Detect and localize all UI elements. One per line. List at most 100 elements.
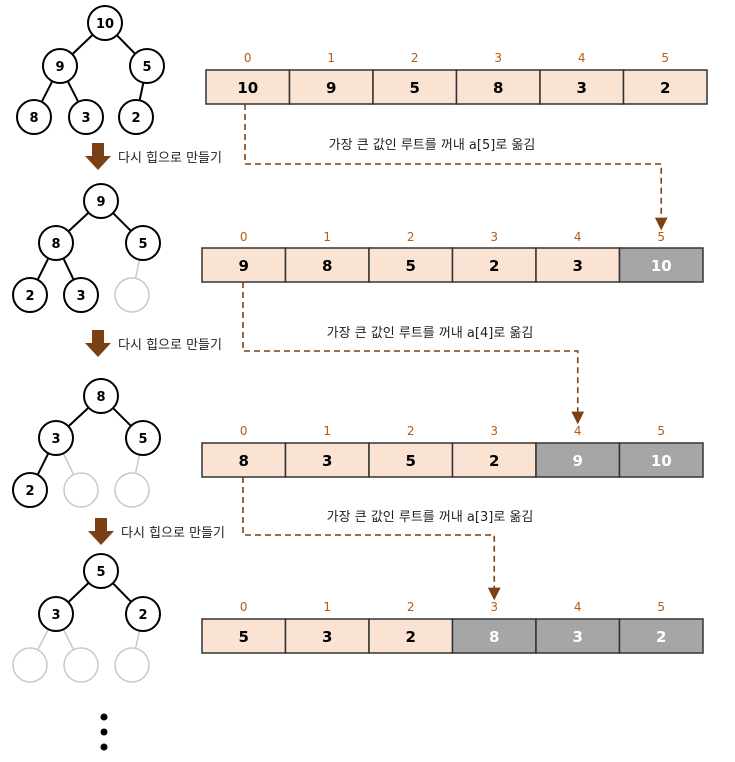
array-cell-value: 5 bbox=[406, 257, 416, 275]
array-index: 4 bbox=[574, 230, 582, 244]
tree-edge bbox=[112, 212, 132, 232]
array-index: 5 bbox=[657, 424, 665, 438]
tree-edge bbox=[36, 257, 50, 281]
tree-edge bbox=[66, 80, 80, 103]
array-cell bbox=[201, 618, 287, 654]
array-cell-value: 8 bbox=[239, 452, 249, 470]
down-arrow-icon bbox=[85, 330, 111, 357]
array-index: 5 bbox=[661, 51, 669, 65]
array-cell-value: 5 bbox=[406, 452, 416, 470]
down-arrow-icon bbox=[85, 143, 111, 170]
array-cell-sorted bbox=[618, 442, 704, 478]
tree-node-value: 8 bbox=[51, 237, 60, 252]
array-cell-value: 2 bbox=[489, 452, 499, 470]
tree-node bbox=[63, 277, 99, 313]
move-root-arrow bbox=[244, 104, 668, 231]
array-cell-sorted bbox=[535, 618, 621, 654]
empty-tree-node bbox=[114, 472, 150, 508]
vertical-ellipsis-icon bbox=[100, 713, 108, 751]
array-cell bbox=[368, 442, 454, 478]
array-index: 3 bbox=[490, 424, 498, 438]
array-cell-value: 10 bbox=[651, 452, 672, 470]
array-cell-value: 2 bbox=[406, 628, 416, 646]
tree-node bbox=[12, 472, 48, 508]
array-index: 1 bbox=[323, 424, 331, 438]
move-root-arrow bbox=[242, 477, 501, 601]
tree-node bbox=[16, 99, 52, 135]
tree-edge bbox=[62, 628, 75, 651]
array-cell-value: 3 bbox=[322, 452, 332, 470]
tree-node-value: 8 bbox=[29, 111, 38, 126]
tree-node-value: 9 bbox=[96, 195, 105, 210]
tree-edge bbox=[62, 452, 75, 476]
tree-node-value: 5 bbox=[96, 565, 105, 580]
tree-edge bbox=[134, 630, 141, 649]
array-cell-value: 3 bbox=[577, 79, 587, 97]
move-root-label: 가장 큰 값인 루트를 꺼내 a[3]로 옮김 bbox=[327, 510, 534, 525]
tree-node bbox=[38, 225, 74, 261]
tree-node-value: 2 bbox=[138, 608, 147, 623]
array-cell bbox=[288, 69, 374, 105]
tree-node-value: 3 bbox=[51, 608, 60, 623]
array-index: 3 bbox=[490, 230, 498, 244]
array-cell bbox=[535, 247, 621, 283]
empty-tree-node bbox=[12, 647, 48, 683]
array-cell-value: 9 bbox=[573, 452, 583, 470]
tree-node bbox=[125, 596, 161, 632]
array-index: 3 bbox=[490, 600, 498, 614]
tree-node-value: 2 bbox=[25, 289, 34, 304]
tree-node bbox=[118, 99, 154, 135]
tree-node bbox=[12, 277, 48, 313]
tree-node-value: 5 bbox=[138, 432, 147, 447]
array-index: 2 bbox=[407, 424, 415, 438]
array-index: 3 bbox=[494, 51, 502, 65]
move-root-arrow bbox=[242, 282, 585, 425]
array-cell bbox=[284, 247, 370, 283]
remake-heap-label: 다시 힙으로 만들기 bbox=[118, 338, 222, 353]
tree-node-value: 5 bbox=[142, 60, 151, 75]
tree-edge bbox=[134, 259, 141, 279]
empty-tree-node bbox=[114, 647, 150, 683]
array-index: 0 bbox=[240, 424, 248, 438]
tree-node-value: 2 bbox=[131, 111, 140, 126]
array-cell-sorted bbox=[618, 247, 704, 283]
array-index: 5 bbox=[657, 600, 665, 614]
array-cell bbox=[368, 618, 454, 654]
tree-edge bbox=[36, 452, 50, 476]
array-cell-value: 5 bbox=[239, 628, 249, 646]
array-cell-value: 8 bbox=[322, 257, 332, 275]
down-arrow-icon bbox=[88, 518, 114, 545]
array-index: 2 bbox=[411, 51, 419, 65]
tree-node bbox=[68, 99, 104, 135]
tree-edge bbox=[116, 34, 136, 55]
array-cell-value: 2 bbox=[660, 79, 670, 97]
array-cell bbox=[451, 247, 537, 283]
tree-edge bbox=[67, 582, 90, 603]
tree-node bbox=[125, 225, 161, 261]
remake-heap-label: 다시 힙으로 만들기 bbox=[118, 151, 222, 166]
array-cell bbox=[284, 442, 370, 478]
tree-node-value: 8 bbox=[96, 390, 105, 405]
tree-node-value: 9 bbox=[55, 60, 64, 75]
tree-edge bbox=[134, 454, 141, 474]
array-cell-value: 8 bbox=[489, 628, 499, 646]
array-cell-value: 2 bbox=[656, 628, 666, 646]
array-cell-sorted bbox=[535, 442, 621, 478]
array-cell-value: 5 bbox=[410, 79, 420, 97]
array: 8 0 3 1 5 2 2 3 9 4 10 5 bbox=[201, 424, 704, 478]
array-cell-value: 10 bbox=[651, 257, 672, 275]
array-index: 4 bbox=[574, 424, 582, 438]
empty-tree-node bbox=[63, 647, 99, 683]
array-cell-value: 10 bbox=[237, 79, 258, 97]
array-cell-value: 9 bbox=[239, 257, 249, 275]
array-index: 0 bbox=[244, 51, 252, 65]
tree-edge bbox=[112, 407, 132, 427]
